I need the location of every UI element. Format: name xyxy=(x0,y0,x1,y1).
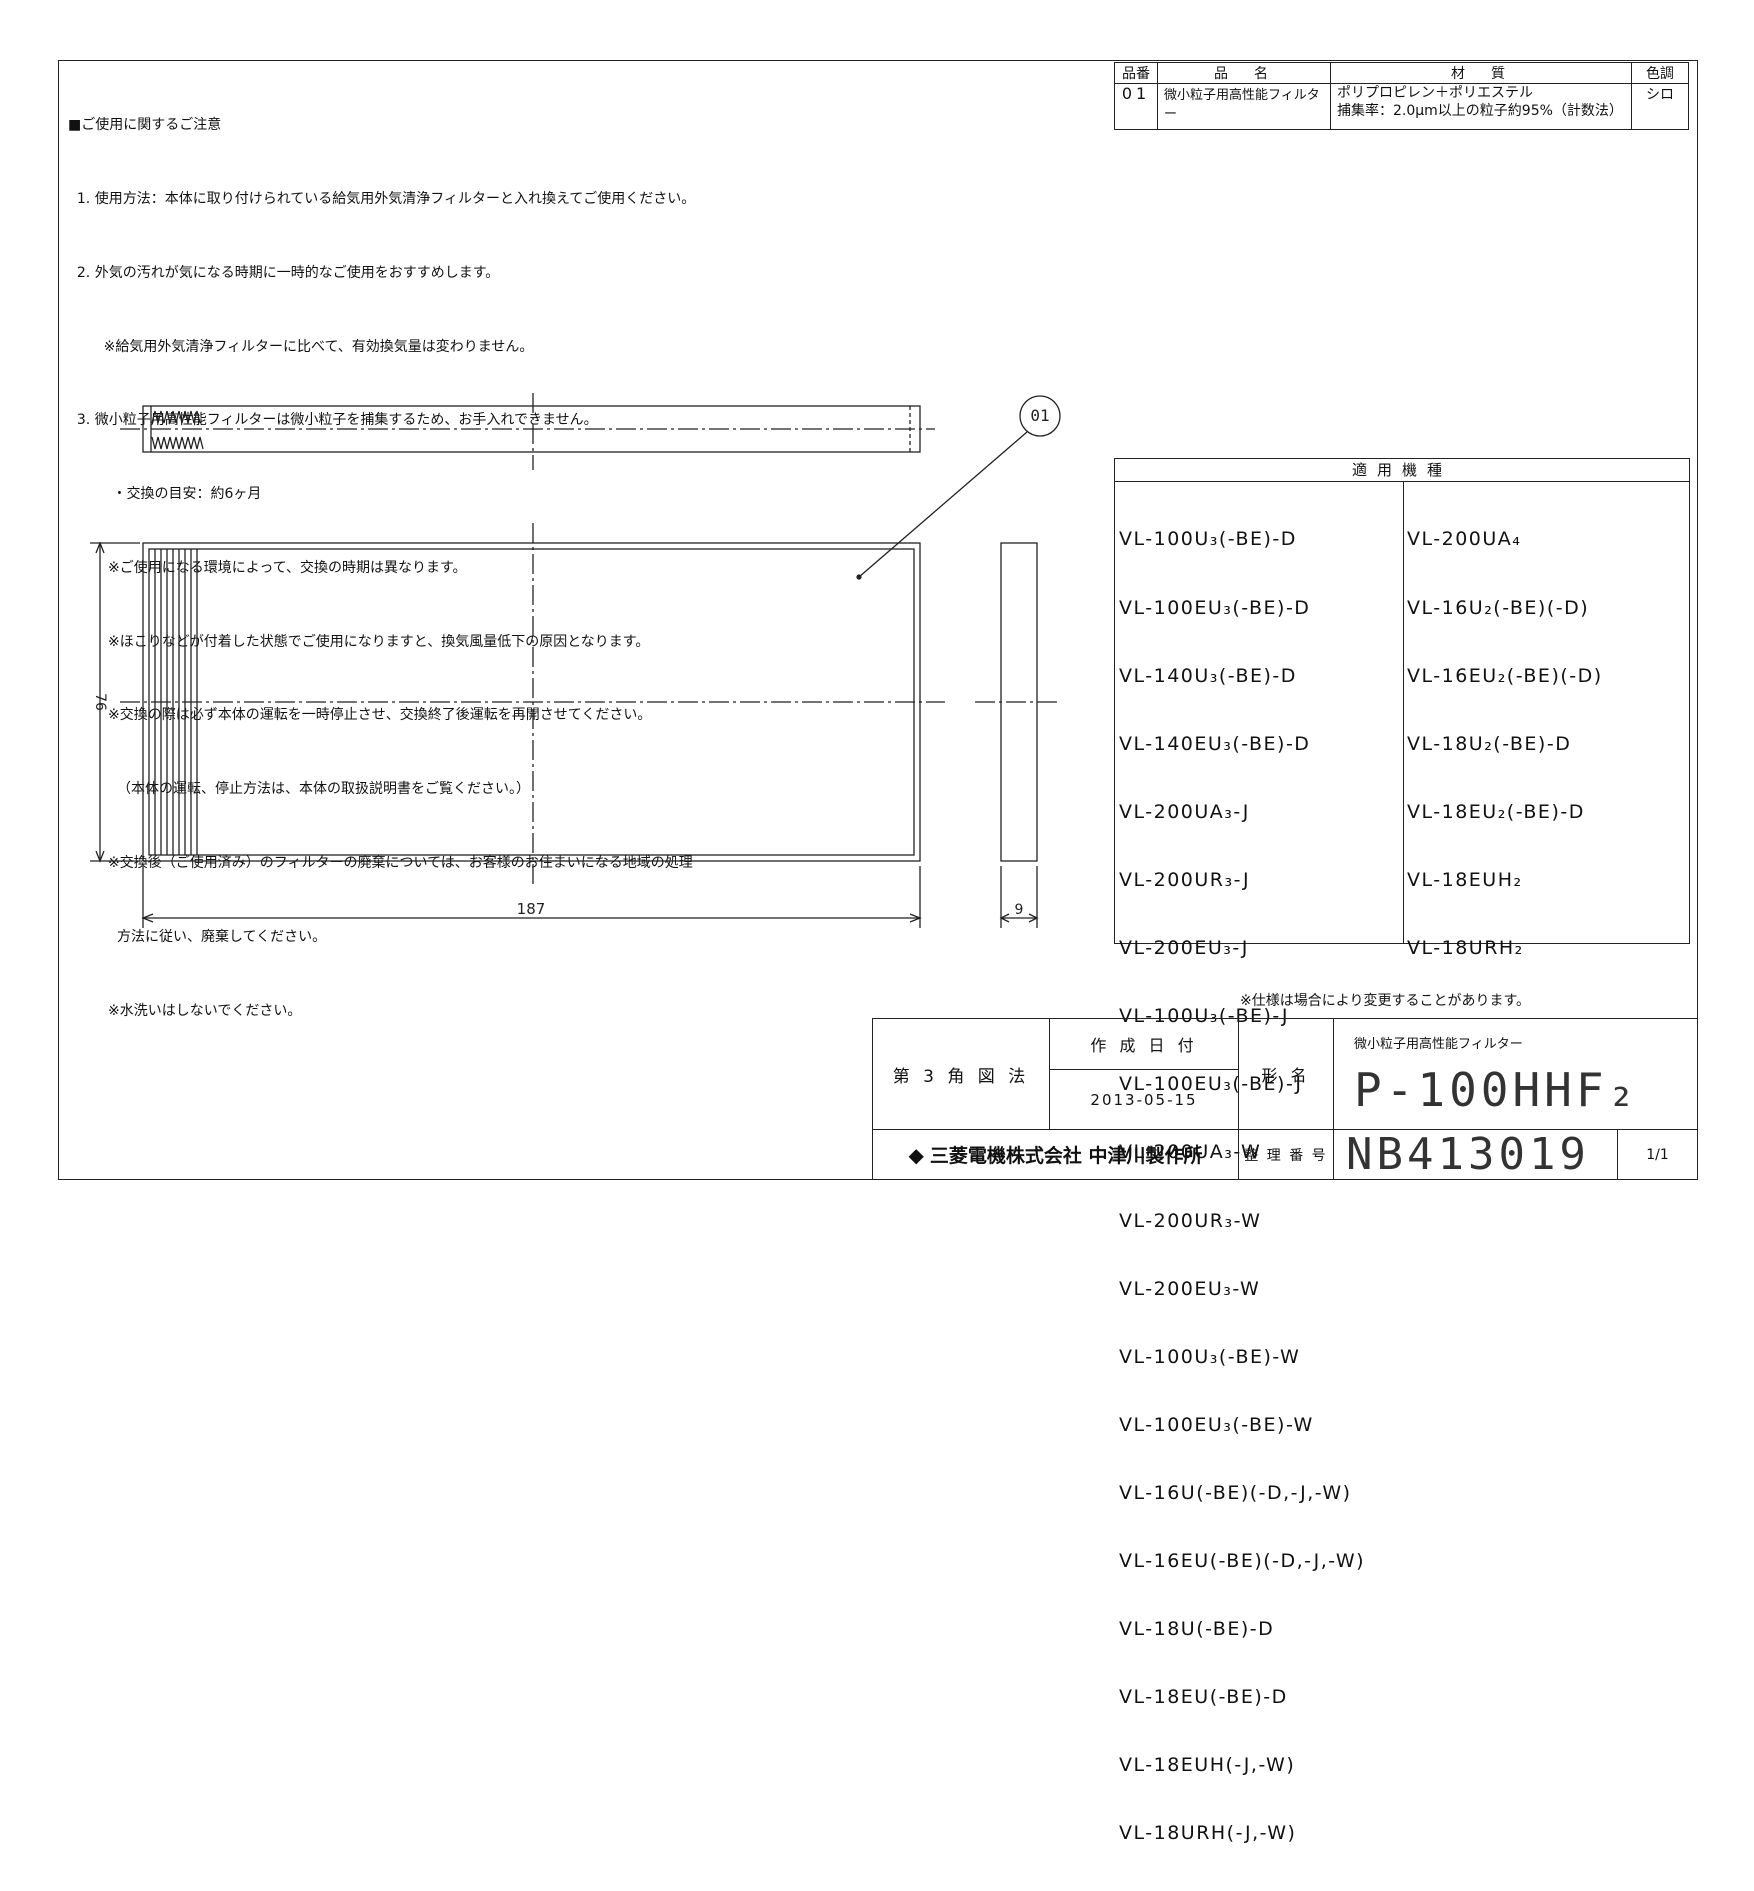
projection-method: 第 3 角 図 法 xyxy=(872,1018,1050,1130)
part-no: 01 xyxy=(1114,83,1158,130)
model-item: VL-18U(-BE)-D xyxy=(1119,1618,1275,1641)
note-line: ※ご使用になる環境によって、交換の時期は異なります。 xyxy=(68,559,467,576)
note-line: ※交換の際は必ず本体の運転を一時停止させ、交換終了後運転を再開させてください。 xyxy=(68,707,652,724)
model-item: VL-16EU₂(-BE)(-D) xyxy=(1407,664,1603,687)
note-line: ※給気用外気清浄フィルターに比べて、有効換気量は変わりません。 xyxy=(68,338,534,355)
model-item: VL-18EUH₂ xyxy=(1407,868,1523,891)
model-item: VL-200UA₄ xyxy=(1407,528,1522,551)
note-line: 3. 微小粒子用高性能フィルターは微小粒子を捕集するため、お手入れできません。 xyxy=(68,412,598,429)
note-line: ※水洗いはしないでください。 xyxy=(68,1002,302,1019)
title-block: 第 3 角 図 法 作 成 日 付 2013-05-15 形 名 微小粒子用高性… xyxy=(872,1018,1698,1180)
material-line: ポリプロピレン＋ポリエステル xyxy=(1337,85,1533,101)
model-item: VL-100EU₃(-BE)-W xyxy=(1119,1413,1314,1436)
dim-depth: 9 xyxy=(1015,902,1024,918)
usage-notes: ■ご使用に関するご注意 1. 使用方法：本体に取り付けられている給気用外気清浄フ… xyxy=(68,64,695,1048)
model-item: VL-200EU₃-J xyxy=(1119,937,1249,960)
note-line: ■ご使用に関するご注意 xyxy=(68,117,222,134)
materials-table: 品番 品 名 材 質 色調 01 微小粒子用高性能フィルター ポリプロピレン＋ポ… xyxy=(1114,62,1689,130)
dim-height: 76 xyxy=(92,693,108,711)
part-callout: 01 xyxy=(1030,406,1049,425)
note-line: 方法に従い、廃棄してください。 xyxy=(68,928,327,945)
note-line: ※交換後（ご使用済み）のフィルターの廃棄については、お客様のお住まいになる地域の… xyxy=(68,855,693,871)
dim-width: 187 xyxy=(517,900,546,918)
spec-change-note: ※仕様は場合により変更することがあります。 xyxy=(1240,993,1531,1009)
company-name: ◆ 三菱電機株式会社 中津川製作所 xyxy=(872,1129,1239,1180)
model-label: 形 名 xyxy=(1238,1018,1334,1130)
model-item: VL-16U₂(-BE)(-D) xyxy=(1407,596,1590,619)
model-item: VL-16EU(-BE)(-D,-J,-W) xyxy=(1119,1550,1366,1573)
doc-number: NB413019 xyxy=(1346,1129,1590,1180)
model-item: VL-140U₃(-BE)-D xyxy=(1119,664,1297,687)
model-item: VL-100U₃(-BE)-W xyxy=(1119,1345,1301,1368)
filter-technical-drawing: 01 76 187 9 xyxy=(90,393,1061,928)
date-label: 作 成 日 付 xyxy=(1049,1018,1239,1070)
note-line: ※ほこりなどが付着した状態でご使用になりますと、換気風量低下の原因となります。 xyxy=(68,633,650,650)
model-item: VL-200UR₃-W xyxy=(1119,1209,1262,1232)
product-name: 微小粒子用高性能フィルター xyxy=(1354,1037,1523,1052)
model-item: VL-100U₃(-BE)-J xyxy=(1119,1005,1289,1028)
model-item: VL-140EU₃(-BE)-D xyxy=(1119,732,1311,755)
page-number: 1/1 xyxy=(1617,1129,1698,1180)
note-line: 1. 使用方法：本体に取り付けられている給気用外気清浄フィルターと入れ換えてご使… xyxy=(68,190,696,207)
models-column-2: VL-200UA₄ VL-16U₂(-BE)(-D) VL-16EU₂(-BE)… xyxy=(1407,483,1603,1005)
model-number: P-100HHF₂ xyxy=(1354,1063,1640,1117)
model-item: VL-200UA₃-J xyxy=(1119,800,1250,823)
model-item: VL-100EU₃(-BE)-J xyxy=(1119,1073,1303,1096)
note-line: 2. 外気の汚れが気になる時期に一時的なご使用をおすすめします。 xyxy=(68,264,500,281)
model-item: VL-200UR₃-J xyxy=(1119,868,1251,891)
applicable-header: 適用機種 xyxy=(1115,459,1689,482)
model-item: VL-18EU₂(-BE)-D xyxy=(1407,800,1585,823)
model-item: VL-16U(-BE)(-D,-J,-W) xyxy=(1119,1481,1352,1504)
header-color: 色調 xyxy=(1631,62,1689,84)
model-item: VL-18URH₂ xyxy=(1407,937,1524,960)
doc-number-label: 整 理 番 号 xyxy=(1238,1129,1334,1180)
part-name: 微小粒子用高性能フィルター xyxy=(1157,83,1331,130)
model-item: VL-100U₃(-BE)-D xyxy=(1119,528,1297,551)
model-item: VL-100EU₃(-BE)-D xyxy=(1119,596,1311,619)
model-item: VL-18URH(-J,-W) xyxy=(1119,1822,1297,1845)
model-item: VL-18EU(-BE)-D xyxy=(1119,1686,1288,1709)
note-line: ・交換の目安：約6ヶ月 xyxy=(68,486,262,503)
model-item: VL-200EU₃-W xyxy=(1119,1277,1261,1300)
model-item: VL-18EUH(-J,-W) xyxy=(1119,1754,1296,1777)
material-line: 捕集率：2.0μm以上の粒子約95%（計数法） xyxy=(1337,103,1623,119)
note-line: （本体の運転、停止方法は、本体の取扱説明書をご覧ください。） xyxy=(68,781,530,798)
creation-date: 2013-05-15 xyxy=(1049,1069,1239,1130)
mitsubishi-logo-icon: ◆ xyxy=(908,1142,924,1167)
model-item: VL-200UA₃-W xyxy=(1119,1141,1262,1164)
part-color: シロ xyxy=(1631,83,1689,130)
model-item: VL-18U₂(-BE)-D xyxy=(1407,732,1572,755)
